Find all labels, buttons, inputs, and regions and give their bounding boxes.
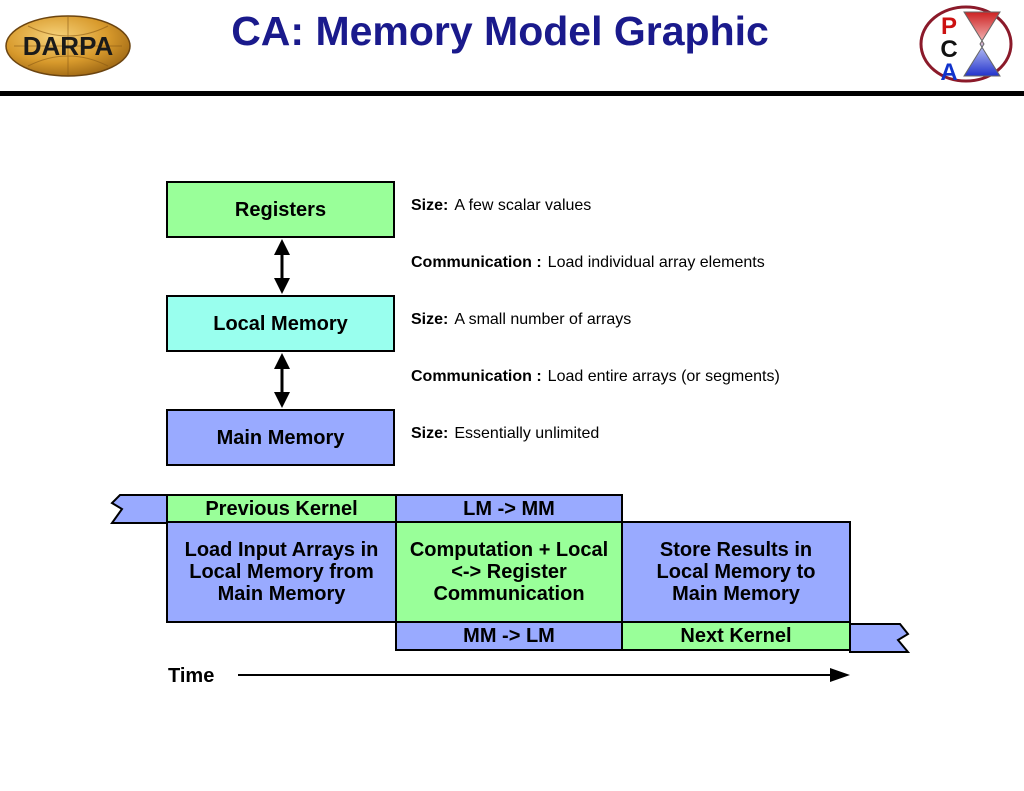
communication-label: Communication : (411, 368, 542, 385)
size-value: Essentially unlimited (454, 425, 600, 442)
registers-box: Registers (166, 181, 395, 238)
double-arrow-local-main (274, 353, 290, 408)
pca-logo-letter-c: C (940, 36, 957, 63)
store-results-label: Store Results in Local Memory to Main Me… (656, 539, 816, 605)
title-divider (0, 91, 1024, 96)
local-main-communication-text: Communication : Load entire arrays (or se… (411, 367, 780, 387)
computation-label: Computation + Local <-> Register Communi… (409, 539, 609, 605)
pca-logo: P C A (919, 5, 1013, 84)
local-memory-box: Local Memory (166, 295, 395, 352)
computation-box: Computation + Local <-> Register Communi… (395, 521, 623, 623)
local-memory-label: Local Memory (213, 312, 348, 335)
pca-logo-letter-p: P (941, 13, 957, 40)
mm-to-lm-box: MM -> LM (395, 621, 623, 651)
previous-kernel-box: Previous Kernel (166, 494, 397, 523)
darpa-logo-text: DARPA (23, 31, 114, 61)
size-label: Size: (411, 425, 449, 442)
main-memory-box: Main Memory (166, 409, 395, 466)
size-value: A few scalar values (454, 197, 592, 214)
time-arrow (238, 668, 850, 682)
registers-local-communication-text: Communication : Load individual array ele… (411, 253, 765, 273)
time-label: Time (168, 665, 215, 687)
size-value: A small number of arrays (454, 311, 632, 328)
size-label: Size: (411, 311, 449, 328)
load-input-box: Load Input Arrays in Local Memory from M… (166, 521, 397, 623)
page-title: CA: Memory Model Graphic (231, 8, 769, 54)
timeline-continuation-right (849, 623, 910, 653)
timeline-continuation-left (110, 494, 169, 524)
store-results-box: Store Results in Local Memory to Main Me… (621, 521, 851, 623)
local-memory-size-text: Size: A small number of arrays (411, 310, 631, 330)
main-memory-label: Main Memory (216, 426, 345, 449)
communication-label: Communication : (411, 254, 542, 271)
next-kernel-label: Next Kernel (680, 625, 792, 647)
previous-kernel-label: Previous Kernel (205, 497, 358, 520)
registers-label: Registers (234, 198, 327, 221)
communication-value: Load entire arrays (or segments) (547, 368, 780, 385)
lm-to-mm-label: LM -> MM (463, 497, 555, 520)
size-label: Size: (411, 197, 449, 214)
mm-to-lm-label: MM -> LM (463, 625, 555, 647)
registers-size-text: Size: A few scalar values (411, 196, 591, 216)
load-input-label: Load Input Arrays in Local Memory from M… (184, 539, 379, 605)
darpa-logo: DARPA (5, 15, 131, 77)
communication-value: Load individual array elements (547, 254, 765, 271)
lm-to-mm-box: LM -> MM (395, 494, 623, 523)
pca-logo-letter-a: A (940, 59, 957, 84)
double-arrow-registers-local (274, 239, 290, 294)
main-memory-size-text: Size: Essentially unlimited (411, 424, 599, 444)
next-kernel-box: Next Kernel (621, 621, 851, 651)
